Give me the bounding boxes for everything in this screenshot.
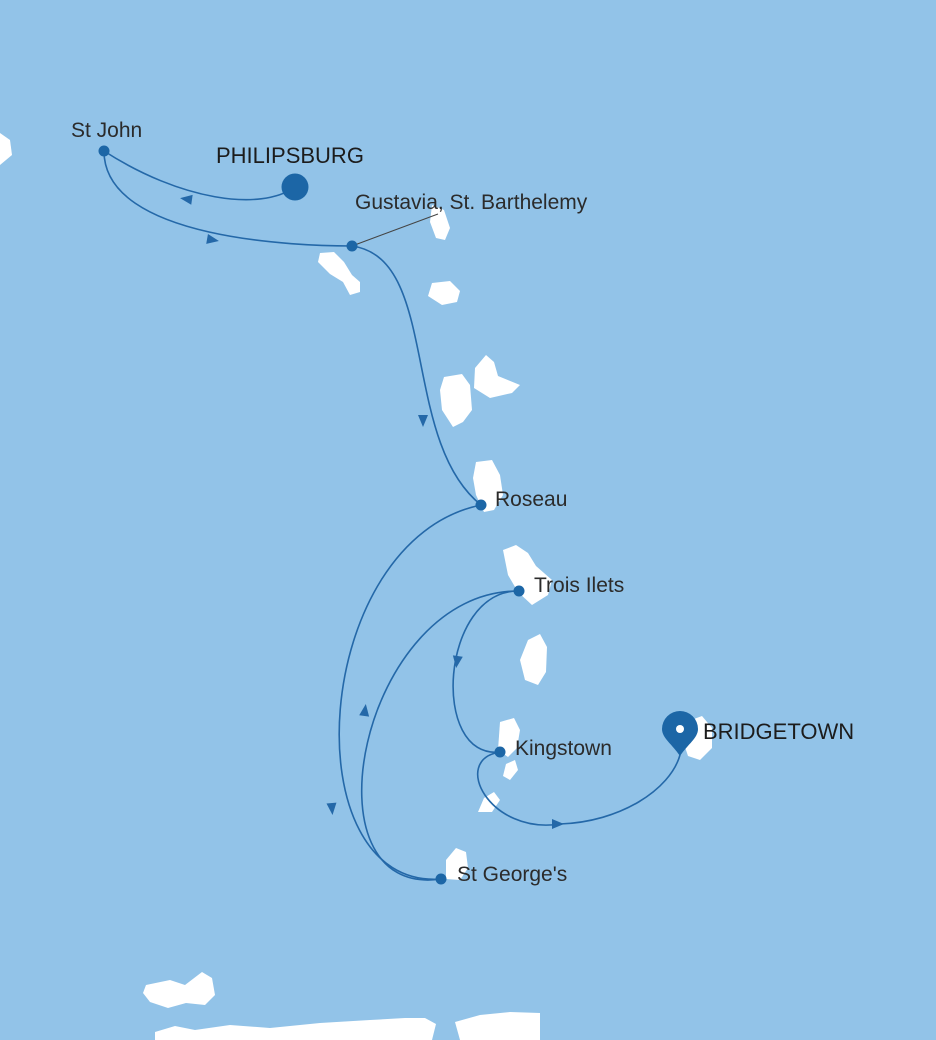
port-dot-st-georges[interactable] [435, 873, 447, 885]
direction-arrow-icon [452, 655, 463, 668]
direction-arrow-icon [552, 819, 564, 829]
route-leg-trois-ilets-kingstown [452, 590, 520, 753]
direction-arrow-icon [359, 704, 370, 717]
route-leg-st-john-gustavia [103, 150, 353, 247]
port-dot-kingstown[interactable] [494, 746, 506, 758]
island-trinidad [155, 1018, 436, 1040]
port-label-roseau[interactable]: Roseau [495, 488, 568, 511]
port-dot-trois-ilets[interactable] [513, 585, 525, 597]
port-label-kingstown[interactable]: Kingstown [515, 737, 612, 760]
island-grenadines-a [503, 760, 518, 780]
port-label-trois-ilets[interactable]: Trois Ilets [534, 574, 625, 597]
port-label-st-john[interactable]: St John [71, 119, 143, 142]
island-dominica [473, 460, 503, 512]
start-port-label[interactable]: PHILIPSBURG [216, 143, 364, 168]
island-martinique [503, 545, 552, 605]
island-st-lucia [520, 634, 547, 685]
route-leg-gustavia-roseau [351, 245, 482, 506]
island-left-edge [0, 133, 12, 165]
gustavia-leader-line [351, 213, 439, 247]
port-dot-gustavia[interactable] [346, 240, 358, 252]
route-leg-st-georges-trois-ilets [360, 590, 520, 881]
route-leg-roseau-st-georges [338, 504, 482, 880]
direction-arrow-icon [206, 234, 219, 244]
route-direction-arrows [180, 194, 564, 829]
port-label-gustavia[interactable]: Gustavia, St. Barthelemy [355, 191, 588, 214]
port-markers [98, 145, 525, 885]
island-tobago [143, 972, 215, 1008]
port-label-st-georges[interactable]: St George's [457, 863, 568, 886]
island-saba [430, 205, 450, 240]
direction-arrow-icon [418, 415, 428, 427]
island-grenada [446, 848, 468, 880]
island-st-vincent [498, 718, 520, 757]
island-guadeloupe-east [474, 355, 520, 398]
island-south-east [455, 1012, 540, 1040]
large-circle-icon[interactable] [281, 173, 309, 201]
island-guadeloupe-west [440, 374, 472, 427]
direction-arrow-icon [180, 194, 193, 205]
map-pin-icon[interactable] [662, 711, 698, 756]
island-montserrat [428, 281, 460, 305]
island-st-kitts [318, 252, 360, 295]
route-leg-philipsburg-st-john [103, 150, 296, 201]
direction-arrow-icon [326, 802, 337, 815]
end-port-label[interactable]: BRIDGETOWN [703, 719, 855, 744]
port-dot-roseau[interactable] [475, 499, 487, 511]
port-dot-st-john[interactable] [98, 145, 110, 157]
